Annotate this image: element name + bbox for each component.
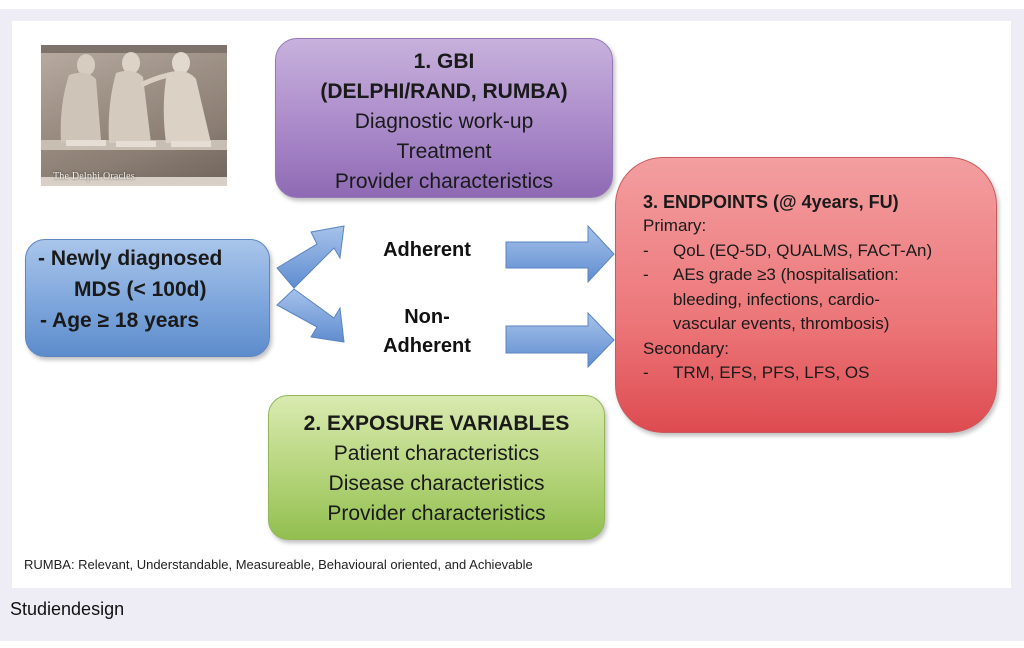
figure-caption: Studiendesign <box>10 599 125 619</box>
bullet-dash: - <box>643 363 649 382</box>
endpoint-text: vascular events, thrombosis) <box>673 314 890 333</box>
exposure-title: 2. EXPOSURE VARIABLES <box>303 412 570 435</box>
arrow-down-right-icon <box>276 288 345 343</box>
secondary-endpoint-item: - TRM, EFS, PFS, LFS, OS <box>643 361 996 386</box>
gbi-box: 1. GBI (DELPHI/RAND, RUMBA) Diagnostic w… <box>275 38 613 198</box>
exposure-box: 2. EXPOSURE VARIABLES Patient characteri… <box>268 395 605 540</box>
exposure-item: Disease characteristics <box>328 472 545 495</box>
arrow-right-icon <box>505 311 615 369</box>
gbi-item: Diagnostic work-up <box>354 110 534 133</box>
adherent-label: Adherent <box>383 239 471 261</box>
primary-endpoint-item: - AEs grade ≥3 (hospitalisation: bleedin… <box>643 263 996 337</box>
bullet-dash: - <box>643 265 649 284</box>
rumba-footnote: RUMBA: Relevant, Understandable, Measure… <box>24 557 533 572</box>
non-adherent-line: Non- <box>404 306 450 328</box>
non-adherent-label: Non- Adherent <box>360 303 494 361</box>
primary-label: Primary: <box>643 216 707 235</box>
arrow-right-icon <box>505 224 615 284</box>
image-caption: The Delphi Oracles <box>53 171 135 182</box>
endpoint-text: bleeding, infections, cardio- <box>673 289 880 309</box>
endpoints-title: 3. ENDPOINTS (@ 4years, FU) <box>643 192 899 212</box>
population-box: - Newly diagnosed MDS (< 100d) - Age ≥ 1… <box>25 239 270 357</box>
endpoint-text: QoL (EQ-5D, QUALMS, FACT-An) <box>673 240 933 260</box>
endpoints-box: 3. ENDPOINTS (@ 4years, FU) Primary: - Q… <box>615 157 997 433</box>
exposure-item: Patient characteristics <box>333 442 540 465</box>
population-criterion: - Newly diagnosed <box>38 247 223 270</box>
gbi-item: Treatment <box>396 140 492 163</box>
arrow-up-right-icon <box>276 225 345 289</box>
non-adherent-line: Adherent <box>383 335 471 357</box>
delphi-oracles-image: The Delphi Oracles <box>41 45 227 186</box>
gbi-subtitle: (DELPHI/RAND, RUMBA) <box>320 80 568 103</box>
gbi-item: Provider characteristics <box>334 170 554 193</box>
relief-sculpture-icon <box>41 45 227 186</box>
exposure-item: Provider characteristics <box>327 502 546 525</box>
bullet-dash: - <box>643 240 649 260</box>
primary-endpoint-item: - QoL (EQ-5D, QUALMS, FACT-An) <box>643 239 996 264</box>
endpoint-text: TRM, EFS, PFS, LFS, OS <box>673 363 870 382</box>
secondary-label: Secondary: <box>643 338 729 358</box>
population-criterion-cont: MDS (< 100d) <box>74 278 207 301</box>
endpoint-text: AEs grade ≥3 (hospitalisation: <box>673 265 899 284</box>
gbi-title: 1. GBI <box>413 50 475 73</box>
population-criterion: - Age ≥ 18 years <box>40 309 199 332</box>
